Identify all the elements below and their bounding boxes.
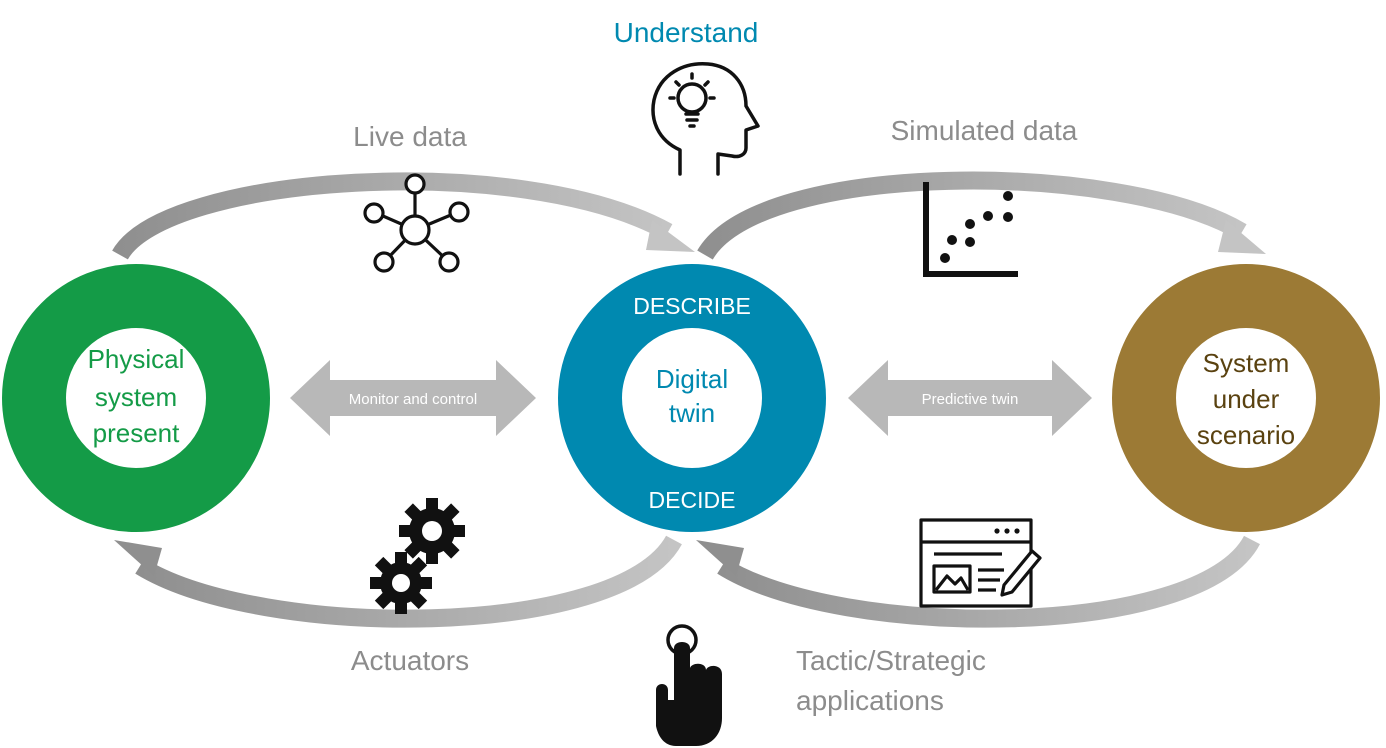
gears-icon bbox=[370, 498, 465, 614]
applications-label-line2: applications bbox=[796, 685, 944, 716]
simulated-data-arrowhead bbox=[1218, 220, 1266, 254]
scenario-line-1: System bbox=[1203, 348, 1290, 378]
scenario-line-2: under bbox=[1213, 384, 1280, 414]
scatter-plot-icon bbox=[923, 182, 1018, 277]
applications-label-line1: Tactic/Strategic bbox=[796, 645, 986, 676]
predictive-twin-arrow bbox=[848, 360, 1092, 436]
physical-line-1: Physical bbox=[88, 344, 185, 374]
applications-arc bbox=[717, 535, 1260, 628]
understand-title: Understand bbox=[614, 17, 759, 48]
physical-line-2: system bbox=[95, 382, 177, 412]
digital-line-1: Digital bbox=[656, 364, 728, 394]
actuators-arrowhead bbox=[114, 540, 162, 576]
simulated-data-arc bbox=[697, 171, 1247, 261]
live-data-label: Live data bbox=[353, 121, 467, 152]
actuators-label: Actuators bbox=[351, 645, 469, 676]
live-data-arc bbox=[112, 172, 673, 261]
predictive-twin-label: Predictive twin bbox=[922, 391, 1019, 408]
describe-label: DESCRIBE bbox=[633, 293, 751, 319]
network-hub-icon bbox=[363, 173, 470, 273]
scenario-line-3: scenario bbox=[1197, 420, 1295, 450]
live-data-arrowhead bbox=[646, 220, 695, 252]
simulated-data-label: Simulated data bbox=[891, 115, 1078, 146]
physical-system-node: Physical system present bbox=[2, 264, 270, 532]
monitor-control-arrow bbox=[290, 360, 536, 436]
browser-edit-icon bbox=[919, 518, 1042, 608]
digital-twin-node: DESCRIBE Digital twin DECIDE bbox=[558, 264, 826, 532]
decide-label: DECIDE bbox=[649, 487, 736, 513]
head-lightbulb-icon bbox=[651, 62, 760, 176]
physical-line-3: present bbox=[93, 418, 180, 448]
monitor-control-label: Monitor and control bbox=[349, 391, 477, 408]
applications-arrowhead bbox=[696, 540, 744, 576]
pointing-hand-icon bbox=[656, 624, 722, 746]
scenario-node: System under scenario bbox=[1112, 264, 1380, 532]
actuators-arc bbox=[135, 535, 682, 628]
digital-line-2: twin bbox=[669, 398, 715, 428]
